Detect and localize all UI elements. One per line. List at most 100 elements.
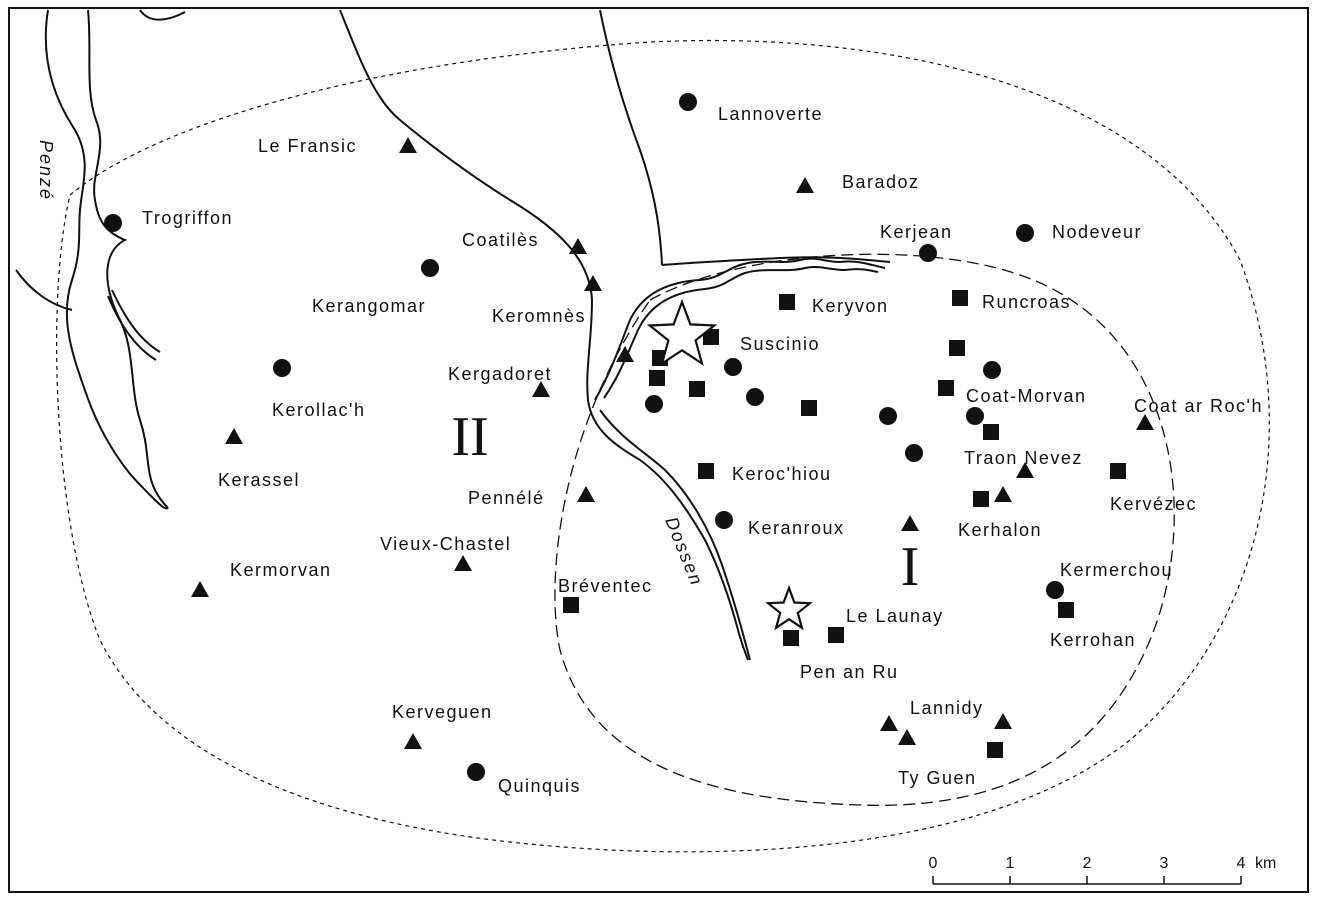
scale-tick-label: 2 xyxy=(1083,855,1092,872)
place-labels: Lannoverte Le FransicBaradozTrogriffonCoa… xyxy=(142,104,1263,796)
triangle-extra-marker-16 xyxy=(880,715,898,731)
scale-unit-label: km xyxy=(1255,855,1276,872)
scale-tick-label: 3 xyxy=(1160,855,1169,872)
triangle-extra-marker-13 xyxy=(1016,462,1034,478)
triangle-marker-23 xyxy=(454,555,472,571)
circle-marker-25 xyxy=(1046,581,1064,599)
place-label: Kermerchou xyxy=(1060,560,1173,580)
penze-river-west-bank xyxy=(44,9,169,510)
place-label: Ty Guen xyxy=(898,768,977,788)
map-frame xyxy=(8,7,1309,893)
triangle-extra-marker-0 xyxy=(616,346,634,362)
square-marker-10 xyxy=(952,290,968,306)
triangle-marker-1 xyxy=(399,137,417,153)
place-label: Runcroas xyxy=(982,292,1071,312)
zone-label: II xyxy=(451,406,488,468)
square-extra-marker-4 xyxy=(689,381,705,397)
square-extra-marker-2 xyxy=(649,370,665,386)
place-label: Le Launay xyxy=(846,606,944,626)
triangle-extra-marker-17 xyxy=(898,729,916,745)
triangle-marker-4 xyxy=(569,238,587,254)
zone-ii-boundary xyxy=(56,39,1270,853)
place-label: Vieux-Chastel xyxy=(380,534,511,554)
circle-marker-7 xyxy=(421,259,439,277)
circle-extra-marker-5 xyxy=(724,358,742,376)
circle-marker-0 xyxy=(679,93,697,111)
penze-river-tributary xyxy=(139,9,186,21)
dossen-river-inner-bank xyxy=(603,266,879,399)
triangle-marker-16 xyxy=(225,428,243,444)
scale-tick-label: 4 xyxy=(1237,855,1246,872)
square-marker-27 xyxy=(828,627,844,643)
square-extra-marker-7 xyxy=(801,400,817,416)
square-marker-33 xyxy=(987,742,1003,758)
dossen-river-east-bank xyxy=(594,257,886,661)
place-label: Kerollac'h xyxy=(272,400,365,420)
place-label: Kerveguen xyxy=(392,702,493,722)
circle-marker-6 xyxy=(1016,224,1034,242)
place-label: Kerangomar xyxy=(312,296,426,316)
place-label: Pen an Ru xyxy=(800,662,899,682)
triangle-marker-20 xyxy=(577,486,595,502)
place-label: Trogriffon xyxy=(142,208,233,228)
zone-labels: III xyxy=(451,406,919,598)
circle-extra-marker-6 xyxy=(746,388,764,406)
star-marker-large xyxy=(646,298,718,367)
circle-marker-22 xyxy=(715,511,733,529)
place-label: Quinquis xyxy=(498,776,581,796)
place-label: Le Fransic xyxy=(258,136,357,156)
river-label: Dossen xyxy=(661,514,707,589)
place-label: Keranroux xyxy=(748,518,845,538)
place-label: Traon Nevez xyxy=(964,448,1083,468)
square-marker-18 xyxy=(698,463,714,479)
place-label: Lannidy xyxy=(910,698,984,718)
place-label: Keromnès xyxy=(492,306,586,326)
place-label: Coatilès xyxy=(462,230,539,250)
circle-marker-5 xyxy=(919,244,937,262)
place-label: Kerrohan xyxy=(1050,630,1136,650)
place-label: Baradoz xyxy=(842,172,920,192)
river-label: Penzé xyxy=(36,140,56,201)
penze-river-east-bank xyxy=(87,9,169,509)
circle-extra-marker-8 xyxy=(879,407,897,425)
zone-label: I xyxy=(901,536,920,598)
place-label: Keryvon xyxy=(812,296,889,316)
dossen-river-tributary-2 xyxy=(661,256,891,266)
square-marker-14 xyxy=(938,380,954,396)
star-marker-small xyxy=(765,584,813,631)
square-marker-17 xyxy=(983,424,999,440)
triangle-marker-15 xyxy=(1136,414,1154,430)
square-marker-26 xyxy=(563,597,579,613)
triangle-marker-12 xyxy=(532,381,550,397)
triangle-marker-30 xyxy=(404,733,422,749)
dossen-river-west-bank xyxy=(339,9,749,661)
penze-river-creek xyxy=(107,289,161,361)
triangle-extra-marker-15 xyxy=(901,515,919,531)
place-label: Suscinio xyxy=(740,334,820,354)
triangle-extra-marker-14 xyxy=(994,486,1012,502)
circle-marker-32 xyxy=(467,763,485,781)
place-label: Keroc'hiou xyxy=(732,464,832,484)
place-label: Kerhalon xyxy=(958,520,1042,540)
star-markers xyxy=(646,298,813,631)
circle-extra-marker-12 xyxy=(966,407,984,425)
circle-extra-marker-9 xyxy=(905,444,923,462)
square-marker-19 xyxy=(1110,463,1126,479)
triangle-marker-8 xyxy=(584,275,602,291)
place-label: Kergadoret xyxy=(448,364,552,384)
place-label: Coat ar Roc'h xyxy=(1134,396,1263,416)
place-label: Lannoverte xyxy=(718,104,823,124)
square-marker-28 xyxy=(1058,602,1074,618)
square-marker-11 xyxy=(703,329,719,345)
triangle-marker-24 xyxy=(191,581,209,597)
place-label: Kermorvan xyxy=(230,560,332,580)
place-label: Kerjean xyxy=(880,222,953,242)
square-marker-9 xyxy=(779,294,795,310)
place-label: Pennélé xyxy=(468,488,545,508)
penze-river-creek-2 xyxy=(15,269,73,311)
place-label: Kerassel xyxy=(218,470,300,490)
circle-marker-3 xyxy=(104,214,122,232)
triangle-marker-2 xyxy=(796,177,814,193)
